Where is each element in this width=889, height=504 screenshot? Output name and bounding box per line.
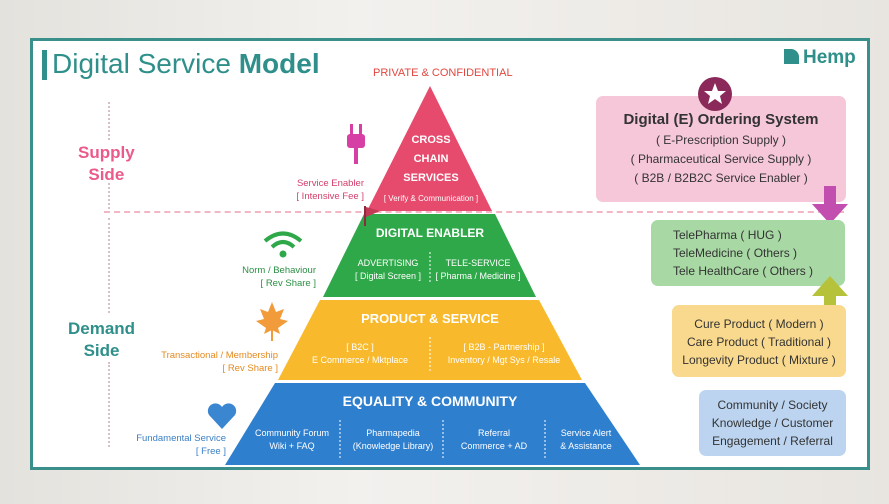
product-service-title: PRODUCT & SERVICE bbox=[361, 311, 499, 326]
plug-icon bbox=[347, 124, 365, 164]
wifi-icon bbox=[263, 231, 303, 258]
tier-cross-chain bbox=[367, 86, 492, 211]
confidential-label: PRIVATE & CONFIDENTIAL bbox=[373, 67, 513, 79]
fundamental-service-note: Fundamental Service[ Free ] bbox=[136, 433, 226, 457]
ordering-line: ( Pharmaceutical Service Supply ) bbox=[630, 152, 812, 166]
title-accent-bar bbox=[42, 50, 47, 80]
tele-service-item: TELE-SERVICE[ Pharma / Medicine ] bbox=[435, 258, 521, 281]
star-badge-icon bbox=[698, 77, 732, 111]
community-line: Engagement / Referral bbox=[712, 434, 833, 448]
tele-line: TeleMedicine ( Others ) bbox=[673, 246, 798, 260]
hemp-logo: Hemp bbox=[784, 47, 856, 69]
demand-axis-top bbox=[108, 218, 110, 313]
page-title: Digital Service Model bbox=[52, 48, 320, 79]
norm-behaviour-note: Norm / Behaviour[ Rev Share ] bbox=[242, 265, 316, 289]
tier-equality-community bbox=[225, 383, 640, 465]
transactional-note: Transactional / Membership[ Rev Share ] bbox=[161, 350, 278, 374]
supply-axis-bottom bbox=[108, 183, 110, 213]
tele-line: TelePharma ( HUG ) bbox=[673, 228, 782, 242]
community-line: Community / Society bbox=[717, 398, 828, 412]
advertising-item: ADVERTISING[ Digital Screen ] bbox=[354, 258, 422, 281]
cross-chain-sub: [ Verify & Communication ] bbox=[383, 194, 479, 203]
ordering-line: ( E-Prescription Supply ) bbox=[655, 133, 787, 147]
product-line: Longevity Product ( Mixture ) bbox=[682, 353, 836, 367]
pharmapedia-item: Pharmapedia(Knowledge Library) bbox=[352, 428, 434, 451]
ordering-system-title: Digital (E) Ordering System bbox=[623, 111, 819, 128]
ordering-system-box: Digital (E) Ordering System ( E-Prescrip… bbox=[596, 96, 846, 202]
products-box: Cure Product ( Modern ) Care Product ( T… bbox=[672, 305, 846, 377]
product-line: Cure Product ( Modern ) bbox=[694, 317, 824, 331]
demand-axis-bottom bbox=[108, 362, 110, 447]
b2c-item: [ B2C ]E Commerce / Mktplace bbox=[311, 342, 409, 365]
ordering-line: ( B2B / B2B2C Service Enabler ) bbox=[634, 171, 808, 185]
flag-icon bbox=[364, 206, 380, 226]
service-enabler-note: Service Enabler[ Intensive Fee ] bbox=[296, 178, 364, 202]
hemp-logo-mark bbox=[784, 49, 799, 64]
tele-line: Tele HealthCare ( Others ) bbox=[673, 264, 814, 278]
maple-leaf-icon bbox=[256, 302, 288, 341]
digital-enabler-title: DIGITAL ENABLER bbox=[375, 226, 485, 240]
tier-product-service bbox=[278, 300, 582, 380]
b2b-item: [ B2B - Partnership ]Inventory / Mgt Sys… bbox=[447, 342, 561, 365]
heart-icon bbox=[207, 403, 237, 429]
supply-axis-top bbox=[108, 102, 110, 140]
community-line: Knowledge / Customer bbox=[711, 416, 834, 430]
product-line: Care Product ( Traditional ) bbox=[686, 335, 832, 349]
equality-community-title: EQUALITY & COMMUNITY bbox=[342, 393, 518, 409]
supply-demand-divider bbox=[104, 211, 844, 213]
arrow-down-icon bbox=[812, 186, 848, 224]
tele-services-box: TelePharma ( HUG ) TeleMedicine ( Others… bbox=[651, 220, 845, 286]
tier-digital-enabler bbox=[323, 214, 536, 297]
community-box: Community / Society Knowledge / Customer… bbox=[699, 390, 846, 456]
service-alert-item: Service Alert& Assistance bbox=[560, 428, 612, 451]
